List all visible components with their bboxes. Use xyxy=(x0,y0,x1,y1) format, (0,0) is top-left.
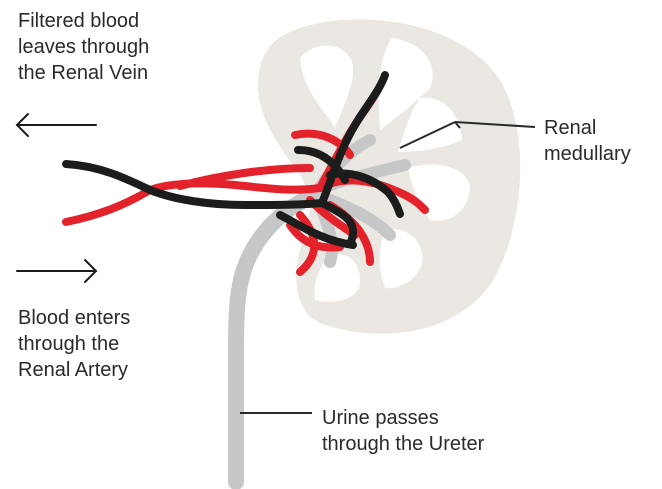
renal-artery-label-line: through the xyxy=(18,331,130,357)
ureter-label-line: through the Ureter xyxy=(322,431,484,457)
renal-artery-label: Blood enters through the Renal Artery xyxy=(18,305,130,383)
arrow-right-icon xyxy=(17,260,96,282)
renal-vein-label-line: the Renal Vein xyxy=(18,60,149,86)
renal-vein-label-line: Filtered blood xyxy=(18,8,149,34)
ureter-label-line: Urine passes xyxy=(322,405,484,431)
ureter-label: Urine passes through the Ureter xyxy=(322,405,484,457)
arrow-left-icon xyxy=(17,114,96,136)
renal-medullary-label-line: Renal xyxy=(544,115,631,141)
renal-vein-label-line: leaves through xyxy=(18,34,149,60)
renal-artery-label-line: Renal Artery xyxy=(18,357,130,383)
renal-artery-label-line: Blood enters xyxy=(18,305,130,331)
renal-medullary-label: Renal medullary xyxy=(544,115,631,167)
renal-vein-label: Filtered blood leaves through the Renal … xyxy=(18,8,149,86)
renal-medullary-label-line: medullary xyxy=(544,141,631,167)
